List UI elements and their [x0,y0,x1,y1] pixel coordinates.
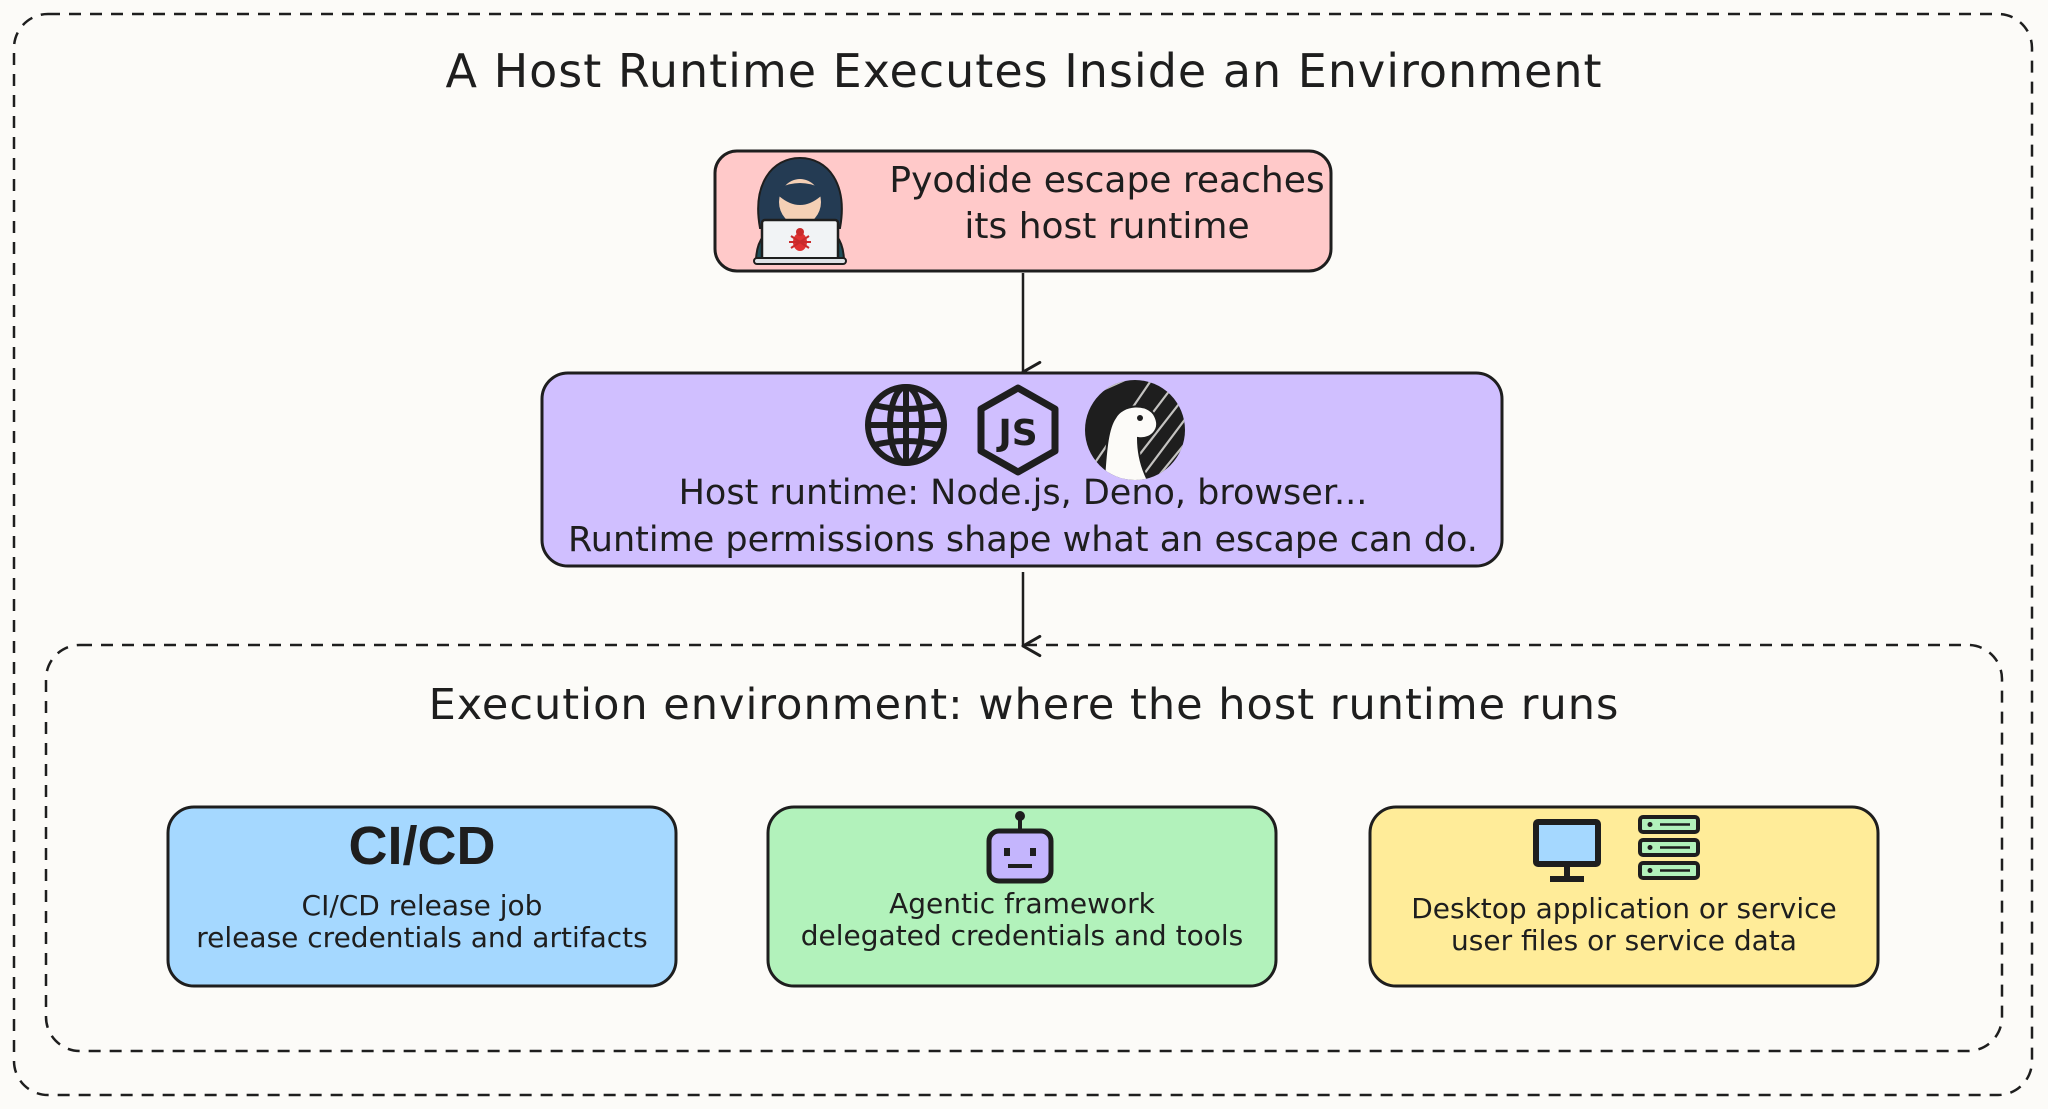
cicd-description: CI/CD release job release credentials an… [168,890,676,954]
server-icon [1638,815,1700,880]
globe-icon [865,384,947,466]
desktop-card [1368,805,1880,988]
attacker-label: Pyodide escape reaches its host runtime [862,158,1352,250]
agentic-line2: delegated credentials and tools [800,919,1244,952]
svg-text:JS: JS [995,413,1037,454]
monitor-icon [1533,819,1601,882]
cicd-line2: release credentials and artifacts [196,921,648,954]
host-runtime-line1: Host runtime: Node.js, Deno, browser... [678,473,1368,513]
nodejs-icon: JS [977,384,1059,476]
attacker-label-line2: its host runtime [964,206,1250,247]
agentic-card [766,805,1278,988]
outer-frame [12,12,2034,1097]
host-runtime-label: Host runtime: Node.js, Deno, browser... … [548,470,1498,564]
environment-title: Execution environment: where the host ru… [428,680,1620,730]
environment-frame [44,643,2004,1053]
desktop-line1: Desktop application or service [1411,892,1837,925]
host-runtime-line2: Runtime permissions shape what an escape… [568,520,1478,560]
cicd-heading: CI/CD [348,816,496,876]
cicd-card [166,805,678,988]
agentic-line1: Agentic framework [889,887,1155,920]
robot-icon [986,811,1054,884]
hacker-laptop-icon [753,156,847,265]
cicd-line1: CI/CD release job [301,889,543,922]
diagram-title: A Host Runtime Executes Inside an Enviro… [445,44,1603,98]
desktop-description: Desktop application or service user file… [1370,893,1878,957]
desktop-line2: user files or service data [1451,924,1797,957]
attacker-box [713,149,1333,273]
attacker-label-line1: Pyodide escape reaches [889,160,1325,201]
agentic-description: Agentic framework delegated credentials … [768,888,1276,952]
